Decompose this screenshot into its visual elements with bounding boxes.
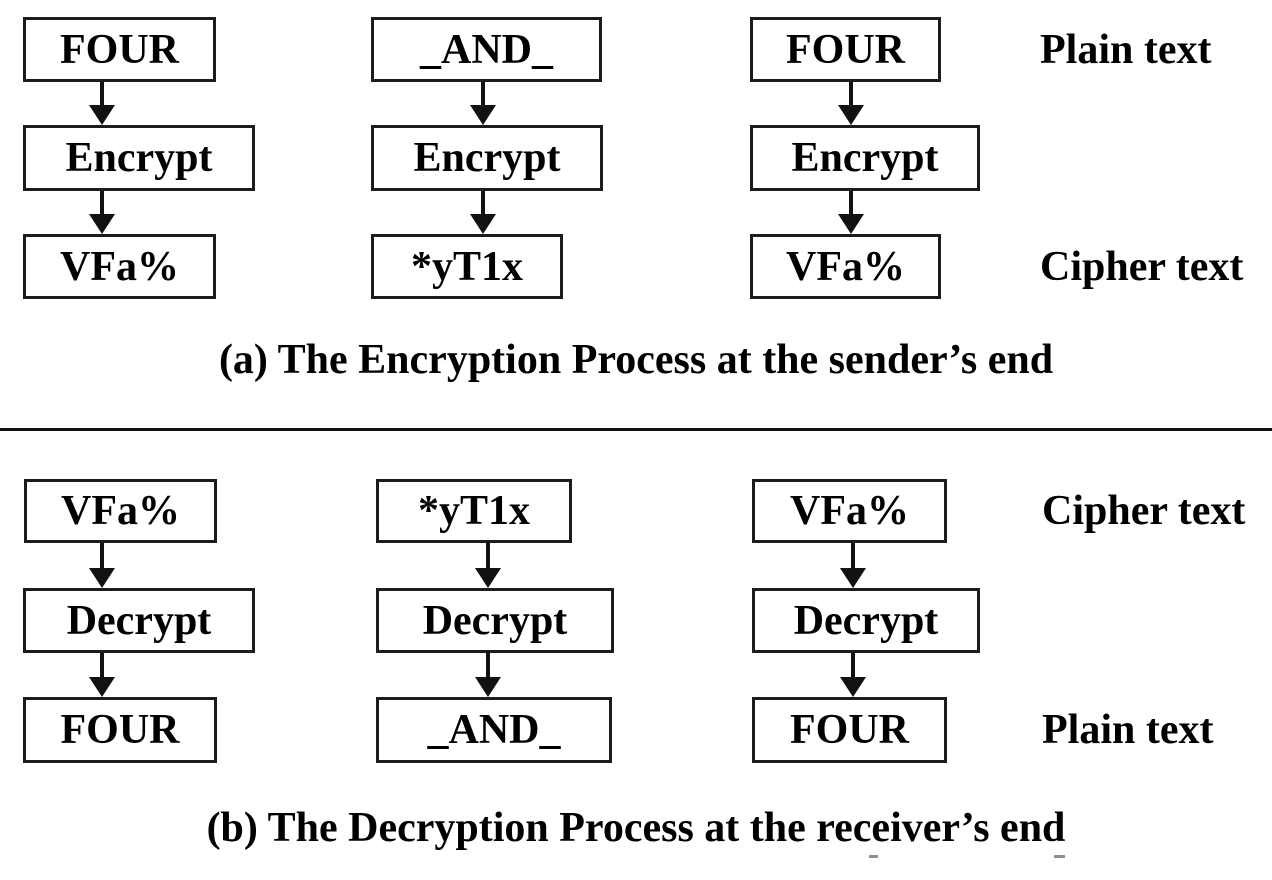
plaintext-output-box: FOUR	[752, 697, 947, 763]
decrypt-process-box: Decrypt	[752, 588, 980, 653]
arrow-head	[838, 214, 864, 234]
arrow-stem	[100, 653, 104, 677]
arrow-head	[838, 105, 864, 125]
plaintext-input-box: FOUR	[23, 17, 216, 82]
encrypt-process-box: Encrypt	[750, 125, 980, 191]
section-divider-line	[0, 428, 1272, 431]
down-arrow-icon	[840, 653, 866, 697]
down-arrow-icon	[838, 191, 864, 234]
arrow-head	[470, 214, 496, 234]
arrow-head	[89, 677, 115, 697]
ciphertext-input-box: VFa%	[24, 479, 217, 543]
arrow-stem	[481, 82, 485, 105]
arrow-stem	[100, 82, 104, 105]
arrow-stem	[851, 653, 855, 677]
row-label-cipher-text: Cipher text	[1042, 488, 1246, 534]
plaintext-output-box: FOUR	[23, 697, 217, 763]
arrow-stem	[100, 543, 104, 568]
arrow-stem	[481, 191, 485, 214]
arrow-head	[89, 214, 115, 234]
down-arrow-icon	[475, 543, 501, 588]
arrow-stem	[851, 543, 855, 568]
plaintext-input-box: _AND_	[371, 17, 602, 82]
arrow-stem	[849, 82, 853, 105]
arrow-head	[89, 105, 115, 125]
down-arrow-icon	[89, 191, 115, 234]
arrow-stem	[486, 653, 490, 677]
stray-dash-artifact	[869, 855, 878, 858]
arrow-head	[840, 568, 866, 588]
down-arrow-icon	[838, 82, 864, 125]
arrow-head	[475, 568, 501, 588]
plaintext-input-box: FOUR	[750, 17, 941, 82]
down-arrow-icon	[840, 543, 866, 588]
row-label-plain-text: Plain text	[1042, 707, 1214, 753]
arrow-head	[840, 677, 866, 697]
down-arrow-icon	[89, 82, 115, 125]
plaintext-output-box: _AND_	[376, 697, 612, 763]
decrypt-process-box: Decrypt	[376, 588, 614, 653]
arrow-stem	[486, 543, 490, 568]
ciphertext-input-box: *yT1x	[376, 479, 572, 543]
encrypt-process-box: Encrypt	[371, 125, 603, 191]
down-arrow-icon	[470, 82, 496, 125]
decrypt-process-box: Decrypt	[23, 588, 255, 653]
ciphertext-output-box: VFa%	[23, 234, 216, 299]
encrypt-process-box: Encrypt	[23, 125, 255, 191]
caption-decryption-process: (b) The Decryption Process at the receiv…	[206, 805, 1066, 851]
row-label-plain-text: Plain text	[1040, 26, 1212, 73]
down-arrow-icon	[89, 653, 115, 697]
stray-dash-artifact	[1054, 855, 1065, 858]
ciphertext-output-box: VFa%	[750, 234, 941, 299]
down-arrow-icon	[89, 543, 115, 588]
row-label-cipher-text: Cipher text	[1040, 243, 1244, 290]
arrow-head	[89, 568, 115, 588]
ciphertext-input-box: VFa%	[752, 479, 947, 543]
down-arrow-icon	[470, 191, 496, 234]
arrow-head	[470, 105, 496, 125]
ciphertext-output-box: *yT1x	[371, 234, 563, 299]
arrow-head	[475, 677, 501, 697]
arrow-stem	[100, 191, 104, 214]
caption-encryption-process: (a) The Encryption Process at the sender…	[218, 337, 1054, 383]
down-arrow-icon	[475, 653, 501, 697]
arrow-stem	[849, 191, 853, 214]
